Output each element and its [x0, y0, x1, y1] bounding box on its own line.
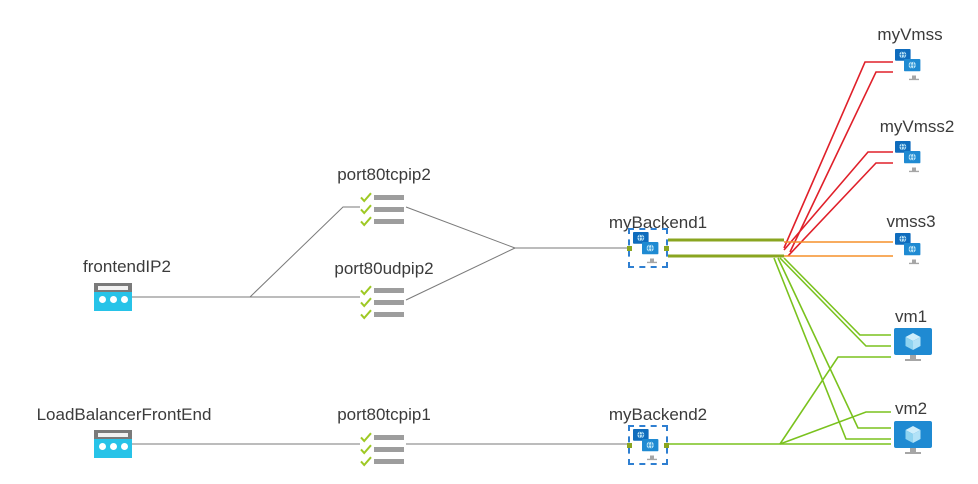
- rule-icon-row: [360, 309, 404, 320]
- rule-icon[interactable]: [360, 190, 406, 227]
- connection-line[interactable]: [249, 206, 360, 298]
- node-label-port80tcpip1: port80tcpip1: [337, 405, 431, 424]
- node-label-vmss3: vmss3: [886, 212, 936, 231]
- connection-line[interactable]: [773, 257, 891, 440]
- vm-icon: [894, 421, 932, 454]
- frontend-ip-titlebar-inner: [98, 285, 128, 290]
- connection-line[interactable]: [405, 206, 516, 249]
- connection-line[interactable]: [787, 162, 893, 257]
- node-label-myBackend1: myBackend1: [608, 213, 708, 232]
- node-icon-vm2[interactable]: [891, 418, 935, 463]
- connection-line[interactable]: [779, 411, 891, 445]
- node-label-port80tcpip2: port80tcpip2: [337, 165, 431, 184]
- node-icon-myVmss[interactable]: [893, 48, 927, 87]
- node-label-vm1: vm1: [894, 307, 928, 326]
- frontend-ip-dot: [109, 443, 117, 450]
- node-icon-vm1[interactable]: [891, 325, 935, 370]
- frontend-ip-dot: [109, 296, 117, 303]
- backend-pool-node-selected[interactable]: [627, 228, 669, 268]
- connection-line[interactable]: [789, 71, 893, 253]
- rule-icon-row: [360, 456, 404, 467]
- backend-pool-connector-handle[interactable]: [664, 246, 669, 251]
- connection-line[interactable]: [777, 257, 891, 429]
- vmss-icon: [633, 429, 659, 461]
- rule-icon-bar: [374, 447, 404, 452]
- frontend-ip-titlebar-inner: [98, 432, 128, 437]
- node-label-frontendIP2: frontendIP2: [83, 257, 171, 276]
- check-icon: [360, 432, 372, 443]
- connection-line[interactable]: [783, 151, 893, 251]
- frontend-ip-titlebar: [94, 430, 132, 439]
- rule-icon-bar: [374, 312, 404, 317]
- frontend-ip-dot: [98, 443, 106, 450]
- connection-line[interactable]: [779, 356, 891, 445]
- backend-pool-node-selected[interactable]: [627, 425, 669, 465]
- connection-line[interactable]: [783, 257, 891, 336]
- check-icon: [360, 285, 372, 296]
- backend-pool-connector-handle[interactable]: [627, 443, 632, 448]
- rule-icon-bar: [374, 300, 404, 305]
- rule-icon-row: [360, 444, 404, 455]
- rule-icon-row: [360, 297, 404, 308]
- check-icon: [360, 309, 372, 320]
- connection-line[interactable]: [783, 61, 893, 249]
- rule-icon-bar: [374, 288, 404, 293]
- frontend-ip-dot: [120, 443, 128, 450]
- vmss-icon: [633, 232, 659, 264]
- check-icon: [360, 444, 372, 455]
- rule-icon[interactable]: [360, 430, 406, 467]
- vmss-icon: [895, 141, 921, 173]
- rule-icon-bar: [374, 207, 404, 212]
- frontend-ip-icon[interactable]: [94, 283, 132, 311]
- connection-line[interactable]: [779, 257, 891, 347]
- rule-icon-row: [360, 192, 404, 203]
- node-label-vm2: vm2: [894, 399, 928, 418]
- node-label-myVmss: myVmss: [877, 25, 943, 44]
- check-icon: [360, 192, 372, 203]
- node-icon-vmss3[interactable]: [893, 232, 927, 271]
- node-label-myVmss2: myVmss2: [879, 117, 955, 136]
- check-icon: [360, 216, 372, 227]
- rule-icon-row: [360, 285, 404, 296]
- frontend-ip-dots: [94, 443, 132, 450]
- frontend-ip-dot: [98, 296, 106, 303]
- vmss-icon: [895, 233, 921, 265]
- node-label-myBackend2: myBackend2: [608, 405, 708, 424]
- node-label-LoadBalancerFrontEnd: LoadBalancerFrontEnd: [36, 405, 212, 424]
- rule-icon-bar: [374, 219, 404, 224]
- check-icon: [360, 297, 372, 308]
- backend-pool-connector-handle[interactable]: [627, 246, 632, 251]
- backend-pool-connector-handle[interactable]: [664, 443, 669, 448]
- rule-icon-row: [360, 216, 404, 227]
- frontend-ip-icon[interactable]: [94, 430, 132, 458]
- frontend-ip-titlebar: [94, 283, 132, 292]
- node-label-port80udpip2: port80udpip2: [334, 259, 434, 278]
- check-icon: [360, 204, 372, 215]
- vm-icon: [894, 328, 932, 361]
- rule-icon-bar: [374, 459, 404, 464]
- node-icon-myVmss2[interactable]: [893, 140, 927, 179]
- rule-icon-row: [360, 432, 404, 443]
- connection-line[interactable]: [405, 247, 516, 301]
- rule-icon-bar: [374, 195, 404, 200]
- frontend-ip-dot: [120, 296, 128, 303]
- vmss-icon: [895, 49, 921, 81]
- rule-icon-bar: [374, 435, 404, 440]
- rule-icon[interactable]: [360, 283, 406, 320]
- frontend-ip-dots: [94, 296, 132, 303]
- check-icon: [360, 456, 372, 467]
- rule-icon-row: [360, 204, 404, 215]
